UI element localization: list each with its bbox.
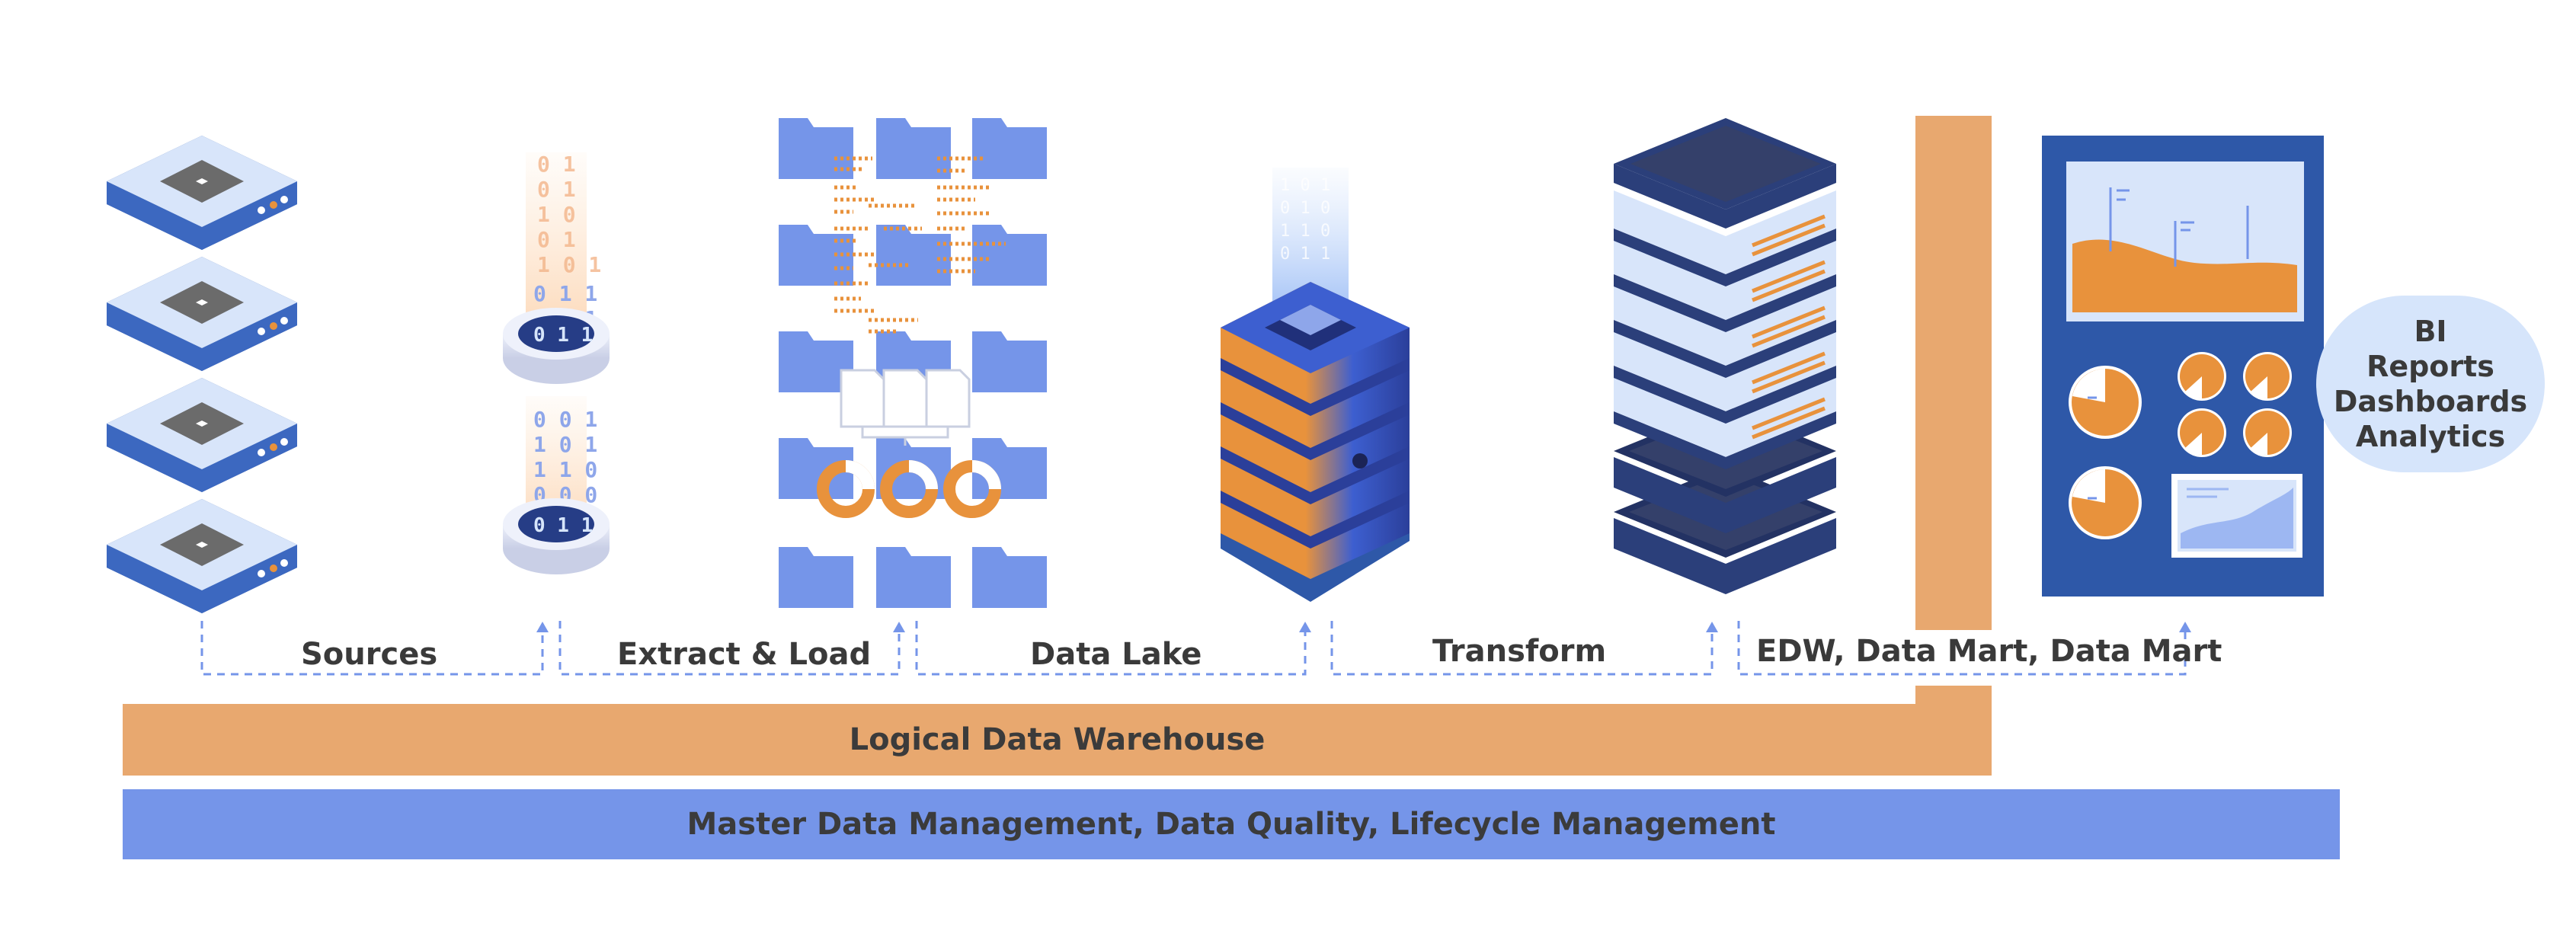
svg-text:1 1 0: 1 1 0: [1280, 222, 1330, 241]
stage-label-edw: EDW, Data Mart, Data Mart: [1756, 634, 2222, 669]
folder-icon: [972, 547, 1047, 608]
sources-server-stack: [107, 136, 297, 613]
donut-chart-icon: [943, 460, 1001, 518]
master-data-management-band: Master Data Management, Data Quality, Li…: [123, 789, 2340, 859]
master-data-management-label: Master Data Management, Data Quality, Li…: [686, 807, 1776, 842]
server-icon: [107, 378, 297, 492]
svg-text:0 1 1: 0 1 1: [1280, 245, 1330, 264]
donut-chart-icon: [880, 460, 938, 518]
stage-label-sources: Sources: [301, 637, 438, 672]
pie-chart-icon: [2069, 366, 2142, 439]
svg-text:1 1 0: 1 1 0: [533, 457, 597, 482]
folder-icon: [779, 438, 853, 499]
folder-icon: [779, 547, 853, 608]
svg-text:0 1: 0 1: [537, 152, 576, 177]
server-icon: [107, 499, 297, 613]
pie-chart-icon: [2069, 466, 2142, 539]
stage-label-data-lake: Data Lake: [1030, 637, 1202, 672]
folder-icon: [876, 547, 951, 608]
bi-output-bi: BI: [2414, 315, 2447, 348]
donut-chart-icon: [817, 460, 875, 518]
logical-data-warehouse-label: Logical Data Warehouse: [849, 722, 1266, 757]
stage-label-transform: Transform: [1432, 634, 1607, 669]
bi-outputs-bubble: BI Reports Dashboards Analytics: [2316, 296, 2545, 472]
folder-icon: [972, 331, 1047, 392]
folder-icon: [972, 225, 1047, 286]
folder-icon: [876, 118, 951, 179]
svg-text:1 0 1: 1 0 1: [533, 432, 597, 457]
folder-icon: [779, 118, 853, 179]
svg-text:0 1 1: 0 1 1: [533, 281, 597, 306]
svg-text:0 1: 0 1: [537, 177, 576, 202]
flow-arrowheads: [536, 622, 2191, 632]
svg-text:0 1 1: 0 1 1: [533, 324, 593, 347]
bi-output-reports: Reports: [2366, 350, 2494, 383]
bi-output-dashboards: Dashboards: [2333, 385, 2528, 418]
logical-data-warehouse-band: Logical Data Warehouse: [123, 704, 1992, 776]
server-rack-icon: [1614, 118, 1836, 594]
folder-icon: [876, 225, 951, 286]
data-lake-stack-icon: 1 0 1 0 1 0 1 1 0 0 1 1: [1221, 168, 1410, 602]
extract-load-stream: 0 10 11 0 0 11 0 1 0 1 10 1 1 0 1 1 0 0 …: [503, 152, 610, 574]
folder-icon: [972, 118, 1047, 179]
document-icon: [840, 369, 971, 428]
folder-grid: [779, 118, 1047, 608]
svg-text:0 1 0: 0 1 0: [1280, 199, 1330, 218]
dashboard-icon: [2042, 136, 2324, 597]
stage-label-extract-load: Extract & Load: [617, 637, 872, 672]
flow-connectors: [200, 621, 2187, 676]
svg-text:1 0: 1 0: [537, 202, 576, 227]
svg-text:0 1 1: 0 1 1: [533, 514, 593, 537]
svg-text:0 1: 0 1: [537, 227, 576, 252]
bi-output-analytics: Analytics: [2355, 420, 2506, 453]
svg-text:1 0 1: 1 0 1: [537, 252, 601, 277]
svg-text:0 0 1: 0 0 1: [533, 407, 597, 432]
server-icon: [107, 136, 297, 250]
data-stream-icon: 0 0 11 0 11 1 0 0 0 0 0 1 1: [503, 396, 610, 574]
server-icon: [107, 257, 297, 371]
svg-text:1 0 1: 1 0 1: [1280, 176, 1330, 195]
edw-connector-bar: [1915, 116, 1992, 630]
folder-icon: [779, 331, 853, 392]
data-stream-icon: 0 10 11 0 0 11 0 1 0 1 10 1 1 0 1 1: [503, 152, 610, 384]
